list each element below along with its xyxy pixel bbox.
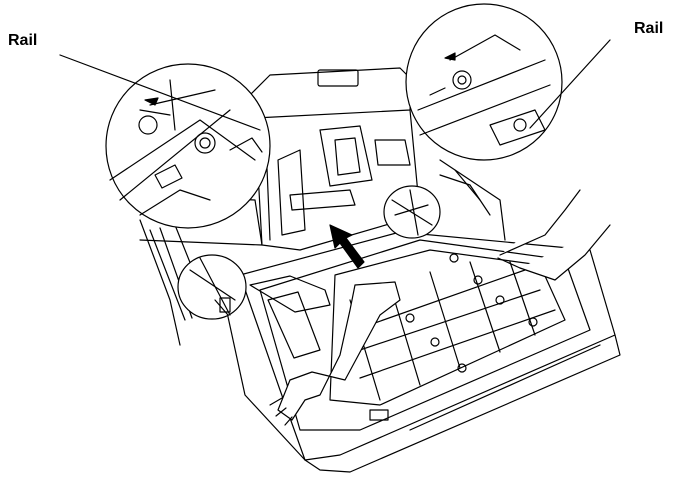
left-rail-detail	[60, 55, 270, 228]
small-detail-circles	[178, 186, 440, 319]
right-rail-detail	[406, 4, 610, 160]
left-rail-label: Rail	[8, 32, 38, 49]
push-arrow-icon	[330, 225, 364, 268]
hands	[270, 190, 610, 425]
paper-tray	[220, 232, 620, 472]
right-rail-label: Rail	[634, 20, 664, 37]
